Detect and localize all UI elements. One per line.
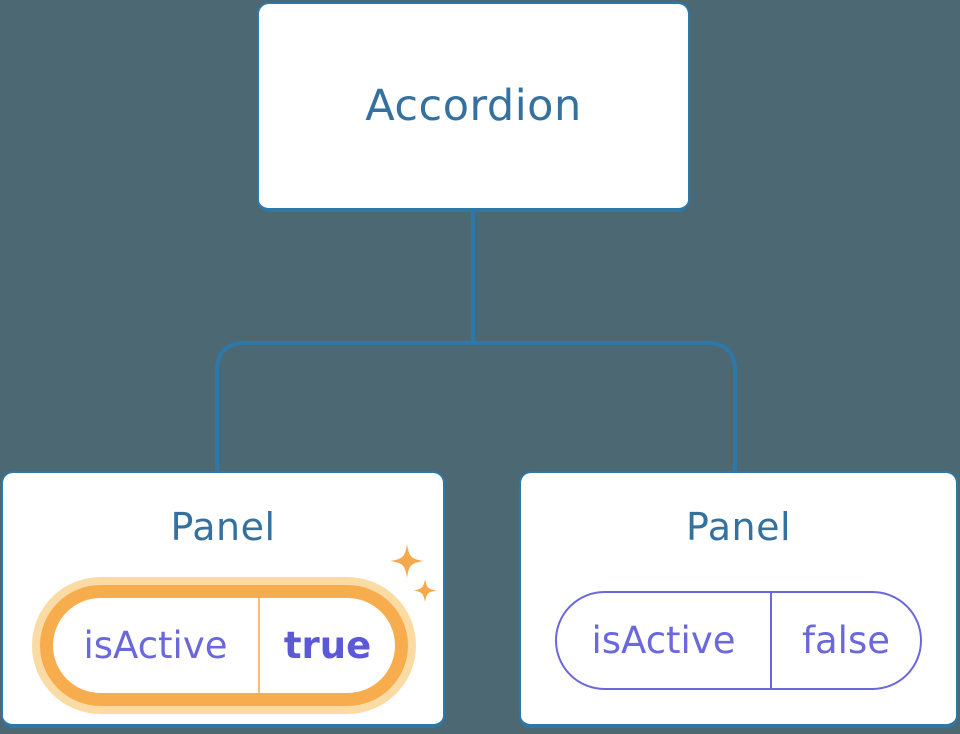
- panel-component-box-inactive: Panel isActive false: [519, 471, 958, 728]
- panel-title: Panel: [685, 505, 791, 549]
- panel-title: Panel: [170, 505, 276, 549]
- accordion-component-box: Accordion: [257, 2, 690, 212]
- state-name-label: isActive: [83, 624, 228, 667]
- state-value-label: false: [801, 619, 891, 662]
- state-pill-inactive: isActive false: [555, 591, 922, 690]
- accordion-label: Accordion: [365, 81, 582, 131]
- state-pill-divider: [258, 598, 260, 693]
- state-value-label: true: [283, 624, 372, 667]
- state-pill-active: isActive true: [40, 585, 408, 706]
- state-pill-divider: [770, 593, 772, 688]
- sparkle-icon: [390, 544, 437, 602]
- panel-component-box-active: Panel isActive true: [1, 471, 445, 728]
- state-name-label: isActive: [591, 619, 736, 662]
